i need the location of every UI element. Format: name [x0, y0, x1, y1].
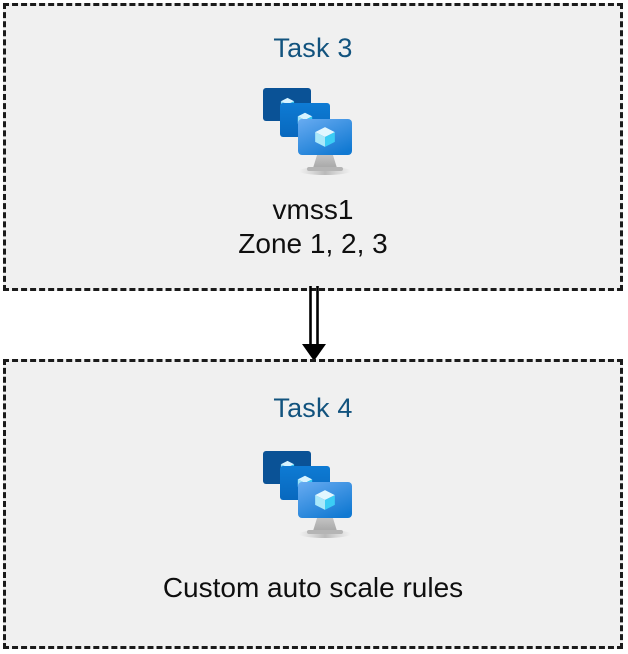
- task3-icon-wrap: [254, 79, 372, 179]
- vm-scale-set-icon: [263, 451, 352, 538]
- task3-title: Task 3: [273, 33, 353, 63]
- arrowhead-icon: [302, 344, 326, 361]
- task3-caption-line-1: vmss1: [272, 194, 354, 225]
- task-node-task4[interactable]: Task 4: [3, 359, 623, 649]
- task4-caption-line-1: Custom auto scale rules: [162, 572, 464, 603]
- task-node-task3[interactable]: Task 3: [3, 3, 623, 291]
- task4-caption: Custom auto scale rules: [163, 571, 463, 605]
- task3-caption-line-2: Zone 1, 2, 3: [238, 228, 388, 259]
- vm-scale-set-icon: [263, 88, 352, 175]
- task4-title: Task 4: [273, 393, 353, 423]
- connector-arrow-task3-to-task4: [302, 286, 326, 361]
- task4-icon-wrap: [254, 442, 372, 542]
- task3-caption: vmss1 Zone 1, 2, 3: [238, 193, 387, 261]
